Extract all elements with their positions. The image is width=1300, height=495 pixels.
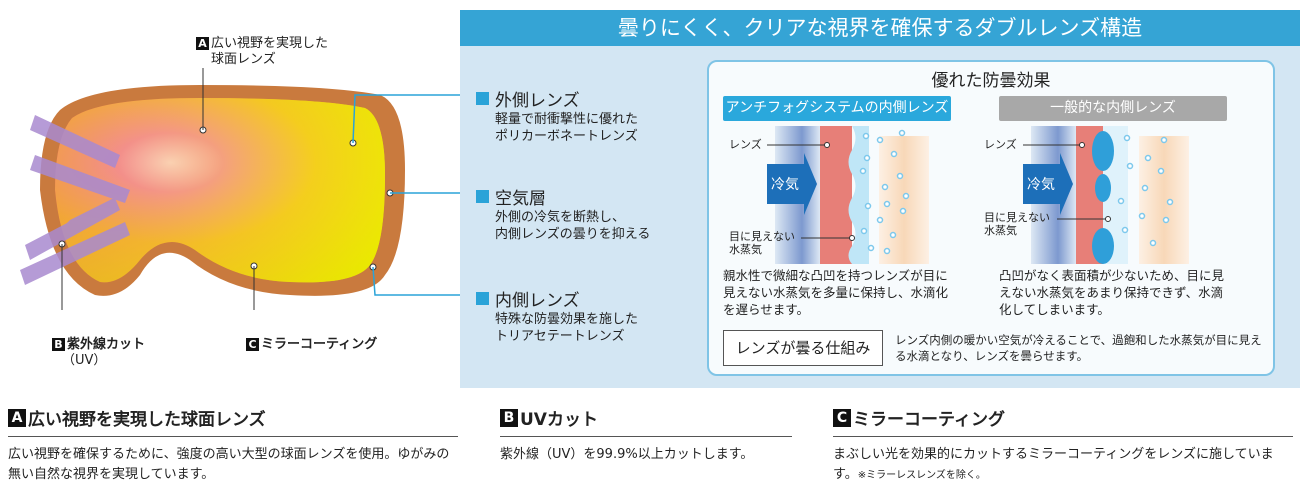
antifog-header: アンチフォグシステムの内側レンズ [723, 96, 951, 121]
feature-inner-lens: 内側レンズ特殊な防曇効果を施したトリアセテートレンズ [476, 286, 638, 345]
feature-outer-lens: 外側レンズ軽量で耐衝撃性に優れたポリカーボネートレンズ [476, 86, 638, 145]
lens-label-right: レンズ [984, 138, 1017, 151]
cold-label-left: 冷気 [771, 177, 799, 193]
wind-arrows-icon [20, 115, 130, 285]
vapor-label-right: 目に見えない水蒸気 [984, 211, 1050, 237]
vapor-label-left: 目に見えない水蒸気 [729, 230, 795, 256]
antifog-desc: 親水性で微細な凸凹を持つレンズが目に見えない水蒸気を多量に保持し、水滴化を遅らせ… [723, 268, 949, 317]
mechanism-label: レンズが曇る仕組み [723, 330, 883, 366]
panel-title: 曇りにくく、クリアな視界を確保するダブルレンズ構造 [460, 10, 1300, 46]
feature-air-layer: 空気層外側の冷気を断熱し、内側レンズの曇りを抑える [476, 184, 650, 243]
antifog-box: 優れた防曇効果 アンチフォグシステムの内側レンズ 一般的な内側レンズ レンズ 冷… [707, 60, 1275, 376]
leader-lines [352, 94, 460, 296]
fog-diagram [767, 126, 1189, 264]
normal-header: 一般的な内側レンズ [999, 96, 1227, 121]
antifog-title: 優れた防曇効果 [931, 71, 1051, 91]
lens-label-left: レンズ [729, 138, 762, 151]
cold-label-right: 冷気 [1027, 177, 1055, 193]
mechanism-desc: レンズ内側の暖かい空気が冷えることで、過飽和した水蒸気が目に見える水滴となり、レ… [895, 333, 1262, 363]
normal-desc: 凸凹がなく表面積が少ないため、目に見えない水蒸気をあまり保持できず、水滴化してし… [999, 268, 1225, 317]
goggle-illustration [20, 68, 460, 310]
